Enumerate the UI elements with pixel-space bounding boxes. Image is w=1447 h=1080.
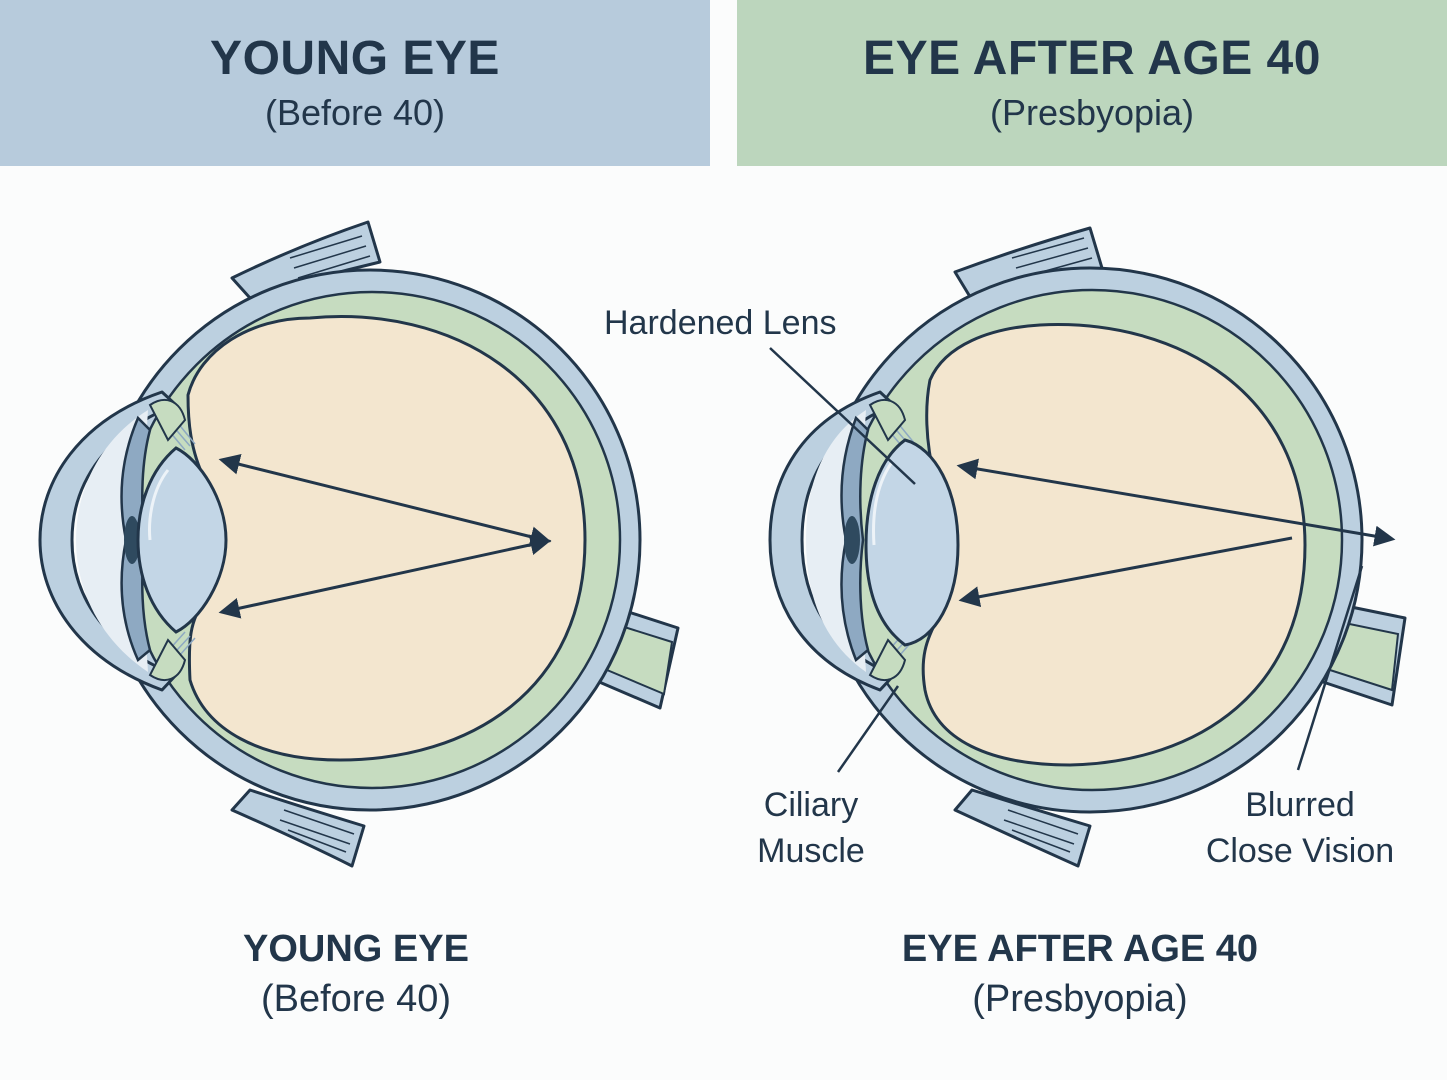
older-eye-header: EYE AFTER AGE 40 (Presbyopia) [737,0,1447,166]
older-eye-caption-subtitle: (Presbyopia) [972,978,1188,1020]
older-eye-caption: EYE AFTER AGE 40 (Presbyopia) [800,925,1360,1023]
older-cornea [768,390,896,692]
young-pupil [124,516,140,564]
blurred-vision-label-line1: Blurred [1245,786,1355,824]
young-ciliary-muscle [148,399,187,442]
ciliary-muscle-label-line2: Muscle [757,832,865,870]
hardened-lens-label: Hardened Lens [604,304,837,342]
blurred-vision-label: Blurred Close Vision [1186,782,1414,874]
older-hardened-lens [864,438,960,647]
young-eye [38,220,680,868]
older-ciliary-muscle [868,399,907,442]
older-eye-caption-title: EYE AFTER AGE 40 [901,928,1259,970]
young-light-rays [218,454,552,619]
young-eye-caption-title: YOUNG EYE [243,928,469,970]
ciliary-muscle-label-line1: Ciliary [763,786,859,824]
older-light-rays [956,458,1396,608]
young-eye-header: YOUNG EYE (Before 40) [0,0,710,166]
blurred-vision-label-line2: Close Vision [1205,832,1395,870]
young-eye-header-subtitle: (Before 40) [264,92,446,133]
ciliary-muscle-label: Ciliary Muscle [736,782,886,874]
young-eyelid-muscles [230,220,382,868]
older-eye-header-subtitle: (Presbyopia) [989,92,1195,133]
young-eye-caption: YOUNG EYE (Before 40) [76,925,636,1023]
older-eye [768,226,1407,868]
young-eye-caption-subtitle: (Before 40) [260,978,452,1020]
older-eye-header-title: EYE AFTER AGE 40 [863,32,1321,85]
older-pupil [844,516,860,564]
young-eye-header-title: YOUNG EYE [210,32,500,85]
young-cornea [38,390,178,692]
older-callout-leaders [769,347,1364,773]
